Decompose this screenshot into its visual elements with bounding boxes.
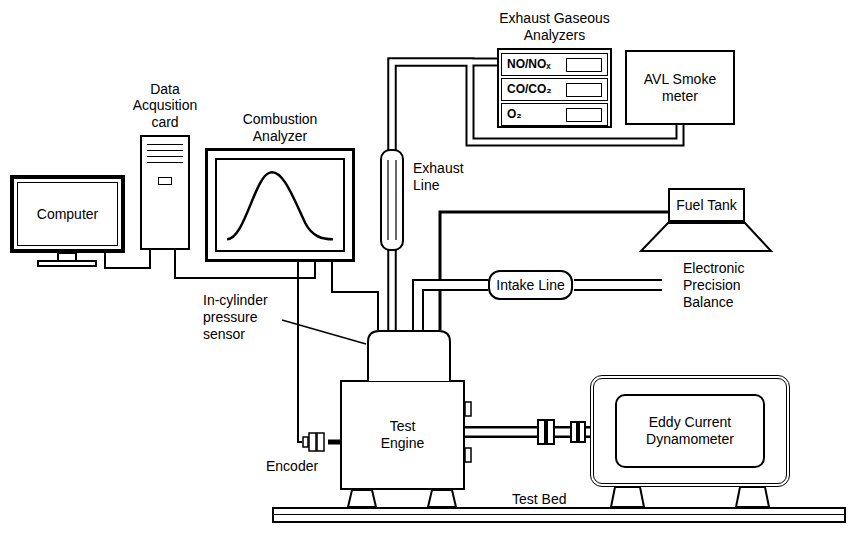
analyzer-row: O₂ [501,103,608,126]
node-text: Test Engine [373,418,433,452]
node-text: AVL Smoke meter [637,71,723,105]
monitor-neck [58,253,76,261]
sensor-leader-line [282,320,366,344]
sensor-label: In-cylinder pressure sensor [203,292,293,342]
shaft-flange [579,422,585,442]
encoder-hub [303,437,308,447]
cylinder-head [368,331,450,381]
connector-line [332,262,378,330]
node-text: NO/NOₓ [507,58,551,71]
reading-window [566,108,602,122]
balance-shape: Electronic Precision Balance [640,222,772,252]
shaft-flange [547,420,554,444]
muffler-line [387,160,388,240]
node-text: CO/CO₂ [507,83,552,96]
computer-monitor: Computer [10,175,125,253]
node-text: Computer [37,206,98,223]
intake-box: Intake Line [488,270,573,300]
pipe-label: Exhaust Line [413,160,473,194]
shaft-flange [538,420,545,444]
analyzer-screen: Combustion Analyzer [205,148,355,262]
reading-window [566,58,602,72]
encoder-flange [317,433,324,451]
pipe-bore [392,62,497,330]
analyzer-panel: Exhaust Gaseous AnalyzersNO/NOₓCO/CO₂O₂ [497,48,612,128]
pipe-bore [392,62,680,330]
node-text: Electronic Precision Balance [683,260,768,310]
tower-button [158,177,172,185]
dynamometer-foot [611,487,644,507]
test-bed-line [274,514,844,515]
connector-line [392,62,497,330]
pressure-curve [227,172,333,239]
dynamometer-foot [736,487,769,507]
engine-boss [465,402,471,416]
node-text: O₂ [507,108,522,121]
smoke-meter-box: AVL Smoke meter [625,50,735,125]
intake-pipe-inner [574,281,664,289]
connector-line [298,262,302,442]
connector-line [440,212,668,330]
tower-slot [147,144,183,145]
engine-foot [428,490,456,507]
engine-block: Test Engine [340,330,465,490]
muffler-line [395,160,396,240]
node-text: Eddy Current Dynamometer [625,414,755,448]
balance-outline [640,222,772,252]
tower-slot [147,150,183,151]
connector-line [175,250,315,278]
engine-foot [348,490,376,507]
reading-window [566,83,602,97]
tower-slot [147,156,183,157]
encoder-flange [309,433,316,451]
connector-line [328,440,340,445]
fuel-tank-box: Fuel Tank [668,188,745,222]
test-bed-bar: Test Bed [272,507,846,523]
node-text: Exhaust Gaseous Analyzers [490,10,620,44]
connector-line [418,285,488,330]
node-text: Fuel Tank [676,197,736,214]
monitor-base [38,261,96,266]
engine-outline [340,330,465,490]
analyzer-row: NO/NOₓ [501,53,608,76]
engine-boss [465,448,471,462]
pipe-bore [418,285,488,330]
encoder-outline [302,432,328,452]
node-text: Encoder [266,458,318,475]
node-text: Test Bed [512,491,566,508]
node-text: Combustion Analyzer [230,111,330,145]
engine-body [341,381,464,489]
tower-slot [147,162,183,163]
screen-inner [215,158,345,252]
analyzer-row: CO/CO₂ [501,78,608,101]
pressure-curve-chart [217,160,343,250]
shaft-flange [571,422,577,442]
encoder-coupling: Encoder [302,432,328,452]
connector-line [392,62,680,330]
node-text: Intake Line [496,277,565,294]
exhaust-muffler [381,150,403,250]
daq-tower: Data Acqusition card [140,135,190,250]
node-text: Data Acqusition card [124,81,206,131]
balance-body [641,223,771,251]
dynamometer-box: Eddy Current Dynamometer [590,375,790,487]
